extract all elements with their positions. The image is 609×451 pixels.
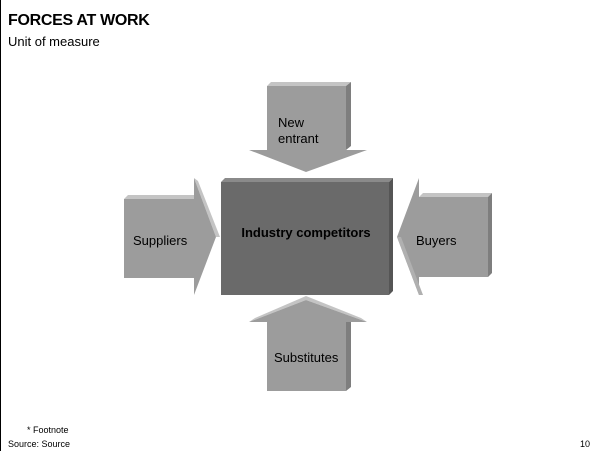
slide-subtitle: Unit of measure [8,34,100,49]
substitutes-arrow [249,296,367,391]
bottom-label: Substitutes [274,350,339,365]
suppliers-arrow [124,178,220,295]
industry-competitors-box [221,178,393,295]
page-number: 10 [579,439,590,449]
center-label: Industry competitors [241,225,371,240]
source-note: Source: Source [8,439,71,449]
top-label: New entrant [278,115,319,146]
slide-title: FORCES AT WORK [8,12,150,29]
footnote: * Footnote [27,425,69,435]
right-label: Buyers [416,233,457,248]
new-entrant-arrow [249,82,367,172]
buyers-arrow [397,178,492,295]
left-label: Suppliers [133,233,188,248]
